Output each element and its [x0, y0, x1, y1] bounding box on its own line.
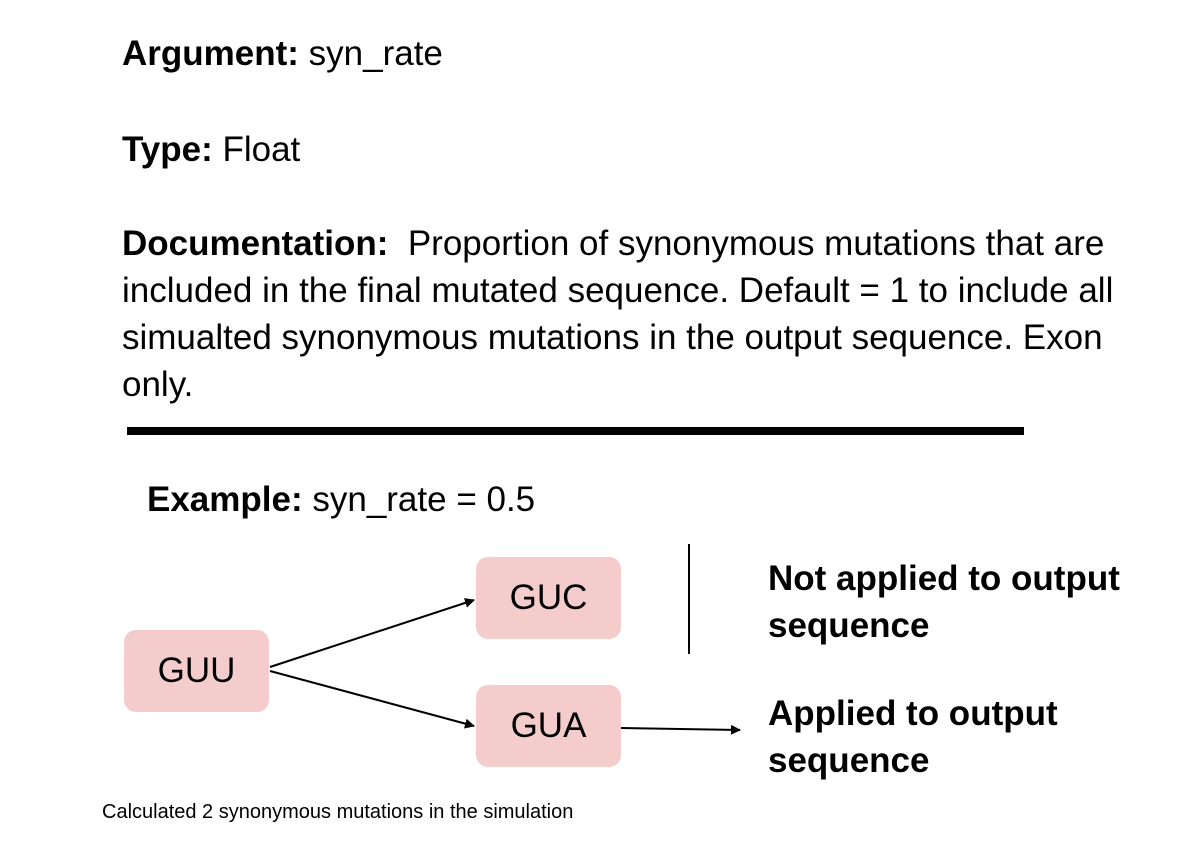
example-label: Example:: [147, 480, 303, 519]
documentation-paragraph: Documentation: Proportion of synonymous …: [122, 220, 1162, 408]
arrow-gua-to-output: [620, 724, 741, 735]
type-label: Type:: [122, 130, 213, 169]
example-line: Example: syn_rate = 0.5: [147, 476, 535, 523]
type-value: Float: [212, 130, 301, 169]
codon-box-guu: GUU: [124, 630, 269, 712]
outcome-applied: Applied to output sequence: [768, 694, 1058, 780]
footnote: Calculated 2 synonymous mutations in the…: [102, 801, 574, 823]
codon-box-gua: GUA: [476, 685, 621, 767]
section-divider: [127, 427, 1024, 435]
arrow-guu-to-gua: [269, 670, 475, 729]
type-line: Type: Float: [122, 126, 300, 173]
argument-label: Argument:: [122, 34, 299, 73]
argument-value: syn_rate: [298, 34, 443, 73]
vertical-separator: [688, 544, 690, 654]
argument-line: Argument: syn_rate: [122, 30, 443, 77]
arrow-guu-to-guc: [269, 598, 475, 668]
documentation-text: Proportion of synonymous mutations that …: [122, 224, 1124, 404]
codon-box-guc: GUC: [476, 557, 621, 639]
example-value: syn_rate = 0.5: [302, 480, 536, 519]
documentation-label: Documentation:: [122, 224, 389, 263]
outcome-not-applied: Not applied to output sequence: [768, 559, 1120, 645]
